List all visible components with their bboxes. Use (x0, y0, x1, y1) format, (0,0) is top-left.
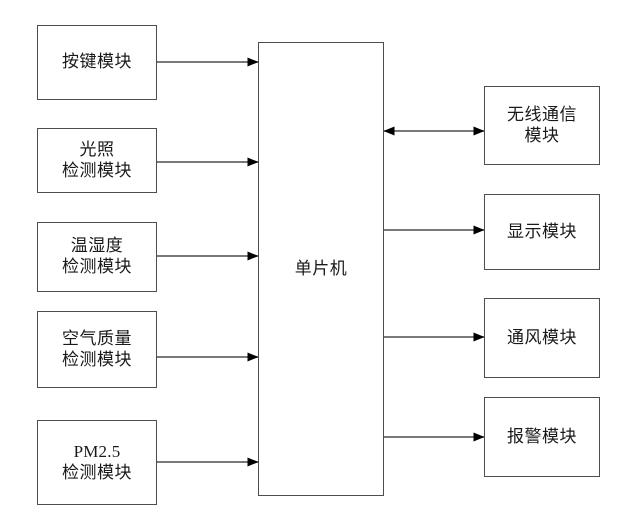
node-display: 显示模块 (484, 194, 600, 270)
node-label-wireless-line1: 无线通信 (507, 104, 577, 124)
node-label-light-line2: 检测模块 (62, 160, 132, 180)
node-label-ventilation: 通风模块 (507, 327, 577, 347)
node-label-undefined: 单片机 (294, 258, 348, 278)
node-label-display: 显示模块 (507, 221, 577, 241)
node-label-key: 按键模块 (62, 52, 132, 72)
node-label-alarm: 报警模块 (507, 426, 577, 446)
node-label-air-quality-line2: 检测模块 (62, 349, 132, 369)
node-alarm: 报警模块 (484, 397, 600, 477)
node-label-pm25-line1: PM2.5 (73, 441, 121, 461)
node-label-wireless-line2: 模块 (524, 125, 560, 145)
node-label-pm25-line2: 检测模块 (62, 462, 132, 482)
node-label-air-quality-line1: 空气质量 (62, 328, 132, 348)
node-wireless: 无线通信模块 (484, 86, 600, 165)
node-ventilation: 通风模块 (484, 298, 600, 378)
node-undefined: 单片机 (258, 42, 384, 496)
node-air-quality: 空气质量检测模块 (37, 311, 157, 388)
node-label-light-line1: 光照 (79, 139, 115, 159)
node-light: 光照检测模块 (37, 128, 157, 193)
node-label-temp-humidity-line2: 检测模块 (62, 257, 132, 276)
node-key: 按键模块 (37, 25, 157, 100)
node-temp-humidity: 温湿度检测模块 (37, 222, 157, 292)
node-label-temp-humidity-line1: 温湿度 (70, 236, 124, 256)
